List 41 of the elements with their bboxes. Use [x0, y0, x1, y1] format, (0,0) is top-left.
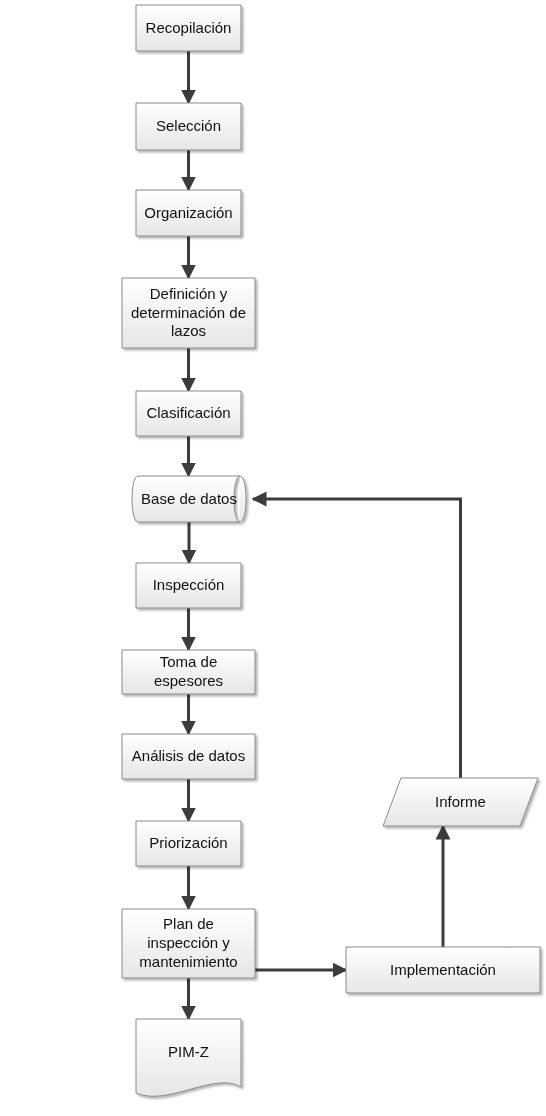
arrow	[181, 866, 196, 911]
document-shape	[136, 1019, 241, 1099]
node-label: Organización	[143, 203, 234, 223]
arrow	[251, 491, 462, 778]
arrow	[181, 150, 196, 192]
process-box	[122, 734, 255, 779]
node-label: Análisis de datos	[130, 747, 247, 766]
process-box	[136, 391, 241, 436]
process-box	[136, 563, 241, 608]
node-label: Clasificación	[145, 404, 232, 423]
process-box	[136, 821, 241, 866]
process-box	[136, 190, 241, 236]
data-parallelogram	[383, 778, 538, 826]
process-box	[136, 103, 241, 150]
node-label: Toma de espesores	[152, 653, 225, 691]
arrow	[181, 978, 196, 1021]
arrow	[181, 51, 196, 105]
process-box	[346, 947, 540, 993]
process-box	[122, 909, 255, 978]
node-label: Base de datos	[140, 489, 238, 509]
arrow	[181, 348, 196, 393]
node-label: PIM-Z	[167, 1042, 210, 1062]
node-label: Informe	[434, 792, 487, 812]
arrow	[181, 436, 196, 478]
process-box	[122, 650, 255, 694]
arrow	[181, 522, 197, 565]
arrow	[255, 962, 348, 978]
node-label: Priorización	[148, 834, 229, 853]
node-label: Selección	[154, 117, 222, 136]
node-label: Plan de inspección y mantenimiento	[138, 915, 239, 972]
database-cylinder	[128, 476, 250, 522]
arrow	[181, 236, 196, 280]
node-label: Inspección	[151, 576, 226, 595]
node-label: Definición y determinación de lazos	[129, 284, 248, 342]
node-label: Recopilación	[144, 18, 233, 38]
node-label: Implementación	[389, 960, 497, 980]
arrow	[181, 779, 196, 823]
arrow	[181, 694, 196, 736]
arrow	[181, 608, 196, 652]
process-box	[122, 278, 255, 348]
process-box	[136, 5, 241, 51]
